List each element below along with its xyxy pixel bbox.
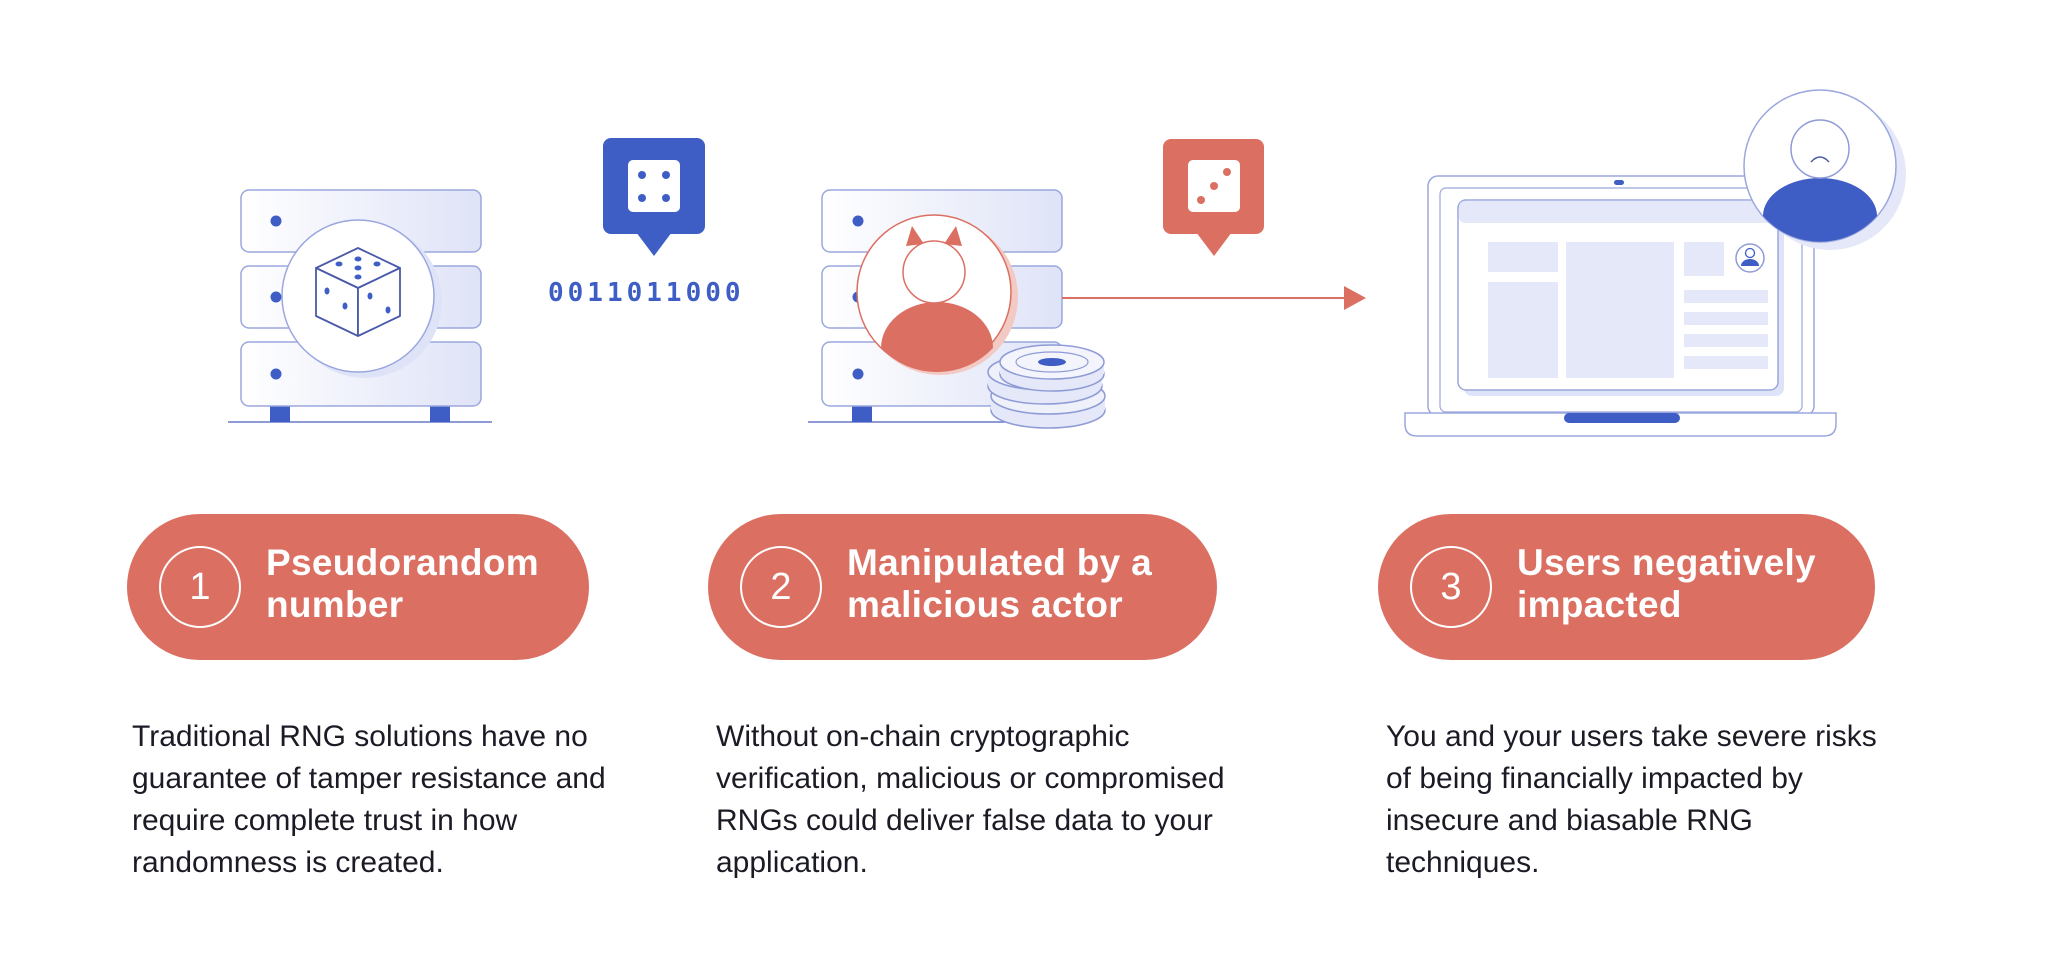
step-3-title: Users negatively impacted: [1517, 542, 1816, 625]
step-3-description: You and your users take severe risks of …: [1386, 720, 1877, 879]
laptop-icon: [1404, 175, 1837, 437]
step-1-number: 1: [159, 546, 241, 628]
step-3-pill: 3 Users negatively impacted: [1378, 514, 1875, 660]
malicious-actor-avatar-icon: [856, 214, 1018, 375]
step-2-pill: 2 Manipulated by a malicious actor: [708, 514, 1217, 660]
step-2-number: 2: [740, 546, 822, 628]
step-2-title: Manipulated by a malicious actor: [847, 542, 1152, 625]
dice-speech-bubble-icon: [603, 138, 705, 256]
dice-icon: [281, 219, 442, 378]
step-1-pill: 1 Pseudorandom number: [127, 514, 589, 660]
step-2-description: Without on-chain cryptographic verificat…: [716, 720, 1225, 879]
binary-string: 0011011000: [548, 278, 745, 308]
step-1-description: Traditional RNG solutions have no guaran…: [132, 720, 606, 879]
coin-stack-icon: [987, 344, 1106, 429]
user-avatar-icon: [1743, 89, 1906, 250]
arrow-right-icon: [1062, 286, 1366, 310]
step-1-title: Pseudorandom number: [266, 542, 539, 625]
step-3-number: 3: [1410, 546, 1492, 628]
dice-speech-bubble-icon: [1163, 139, 1264, 256]
